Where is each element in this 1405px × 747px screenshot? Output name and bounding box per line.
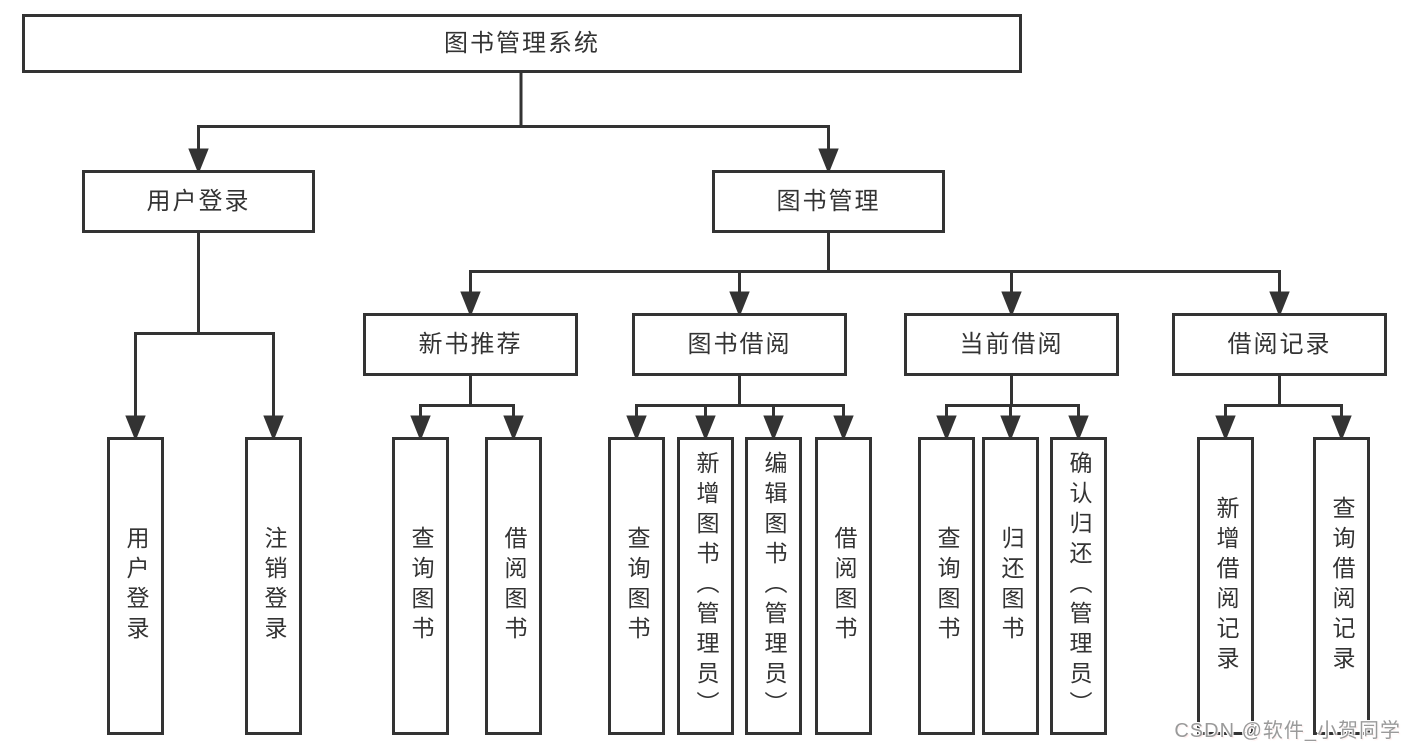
node-borrow-record-box: 借阅记录: [1172, 313, 1387, 376]
node-bb-query-box: 查询图书: [608, 437, 665, 735]
node-book-mgmt-box: 图书管理: [712, 170, 945, 233]
node-bb-add-box: 新增图书（管理员）: [677, 437, 734, 735]
connector-borrow-record-children: [1215, 376, 1352, 442]
node-book-borrow-box: 图书借阅: [632, 313, 847, 376]
node-br-query-label: 查询借阅记录: [1329, 496, 1355, 676]
node-user-login-box: 用户登录: [82, 170, 315, 233]
node-root-label: 图书管理系统: [444, 29, 600, 57]
node-br-add-box: 新增借阅记录: [1197, 437, 1254, 735]
node-new-book-rec-box: 新书推荐: [363, 313, 578, 376]
node-book-mgmt-label: 图书管理: [776, 187, 881, 215]
node-cb-confirm-box: 确认归还（管理员）: [1050, 437, 1107, 735]
node-current-borrow-box: 当前借阅: [904, 313, 1119, 376]
node-leaf-logout-box: 注销登录: [245, 437, 302, 735]
node-cb-return-box: 归还图书: [982, 437, 1039, 735]
node-cb-query-label: 查询图书: [934, 526, 960, 646]
node-rec-borrow-box: 借阅图书: [485, 437, 542, 735]
node-leaf-user-login-label: 用户登录: [123, 526, 149, 646]
node-leaf-logout-label: 注销登录: [261, 526, 287, 646]
connector-current-borrow-children: [936, 376, 1089, 442]
node-user-login-label: 用户登录: [146, 187, 251, 215]
node-br-query-box: 查询借阅记录: [1313, 437, 1370, 735]
connector-root-to-level2: [188, 73, 839, 175]
connector-book-mgmt-children: [460, 233, 1290, 318]
node-bb-add-label: 新增图书（管理员）: [693, 451, 719, 721]
node-root-box: 图书管理系统: [22, 14, 1022, 73]
node-bb-borrow-box: 借阅图书: [815, 437, 872, 735]
connector-new-book-rec-children: [410, 376, 524, 442]
node-cb-confirm-label: 确认归还（管理员）: [1066, 451, 1092, 721]
node-bb-query-label: 查询图书: [624, 526, 650, 646]
node-bb-edit-box: 编辑图书（管理员）: [745, 437, 802, 735]
node-bb-edit-label: 编辑图书（管理员）: [761, 451, 787, 721]
node-cb-query-box: 查询图书: [918, 437, 975, 735]
connector-user-login-children: [125, 233, 284, 442]
node-bb-borrow-label: 借阅图书: [831, 526, 857, 646]
csdn-watermark: CSDN @软件_小贺同学: [1174, 720, 1401, 742]
node-br-add-label: 新增借阅记录: [1213, 496, 1239, 676]
node-rec-borrow-label: 借阅图书: [501, 526, 527, 646]
connector-book-borrow-children: [626, 376, 854, 442]
node-leaf-user-login-box: 用户登录: [107, 437, 164, 735]
node-cb-return-label: 归还图书: [998, 526, 1024, 646]
node-new-book-rec-label: 新书推荐: [418, 330, 523, 358]
node-rec-query-label: 查询图书: [408, 526, 434, 646]
node-current-borrow-label: 当前借阅: [959, 330, 1064, 358]
node-rec-query-box: 查询图书: [392, 437, 449, 735]
node-borrow-record-label: 借阅记录: [1227, 330, 1332, 358]
node-book-borrow-label: 图书借阅: [687, 330, 792, 358]
